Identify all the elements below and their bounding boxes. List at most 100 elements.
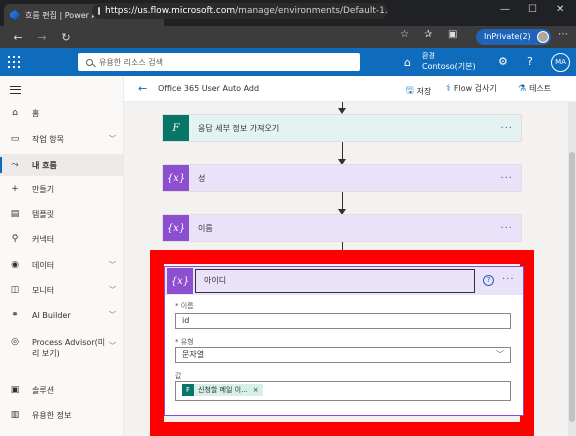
nav-item-connectors[interactable]: ⚲ 커넥터 xyxy=(0,228,124,250)
chevron-down-icon[interactable]: ﹀ xyxy=(109,311,116,319)
nav-item-my-flows[interactable]: ⤳ 내 흐름 xyxy=(0,154,124,176)
nav-item-ai-builder[interactable]: ⚭ AI Builder ﹀ xyxy=(0,304,124,326)
chevron-down-icon[interactable]: ﹀ xyxy=(109,342,116,350)
nav-item-solutions[interactable]: ▣ 솔루션 xyxy=(0,379,124,401)
name-field[interactable]: id xyxy=(175,313,511,329)
step-header[interactable]: {x} 아이디 ? ··· xyxy=(165,267,523,295)
stethoscope-icon: ⚕ xyxy=(446,83,451,94)
environment-label: 환경 xyxy=(422,52,435,60)
nav-item-templates[interactable]: ▤ 템플릿 xyxy=(0,203,124,225)
variable-icon: {x} xyxy=(167,268,193,294)
connector-line xyxy=(342,142,343,160)
forward-icon[interactable]: → xyxy=(37,30,47,44)
connector-arrow-icon xyxy=(338,108,346,114)
app-launcher-icon[interactable] xyxy=(8,56,20,68)
browser-addressbar: ← → ↻ xyxy=(0,26,576,48)
plus-icon: + xyxy=(11,184,19,194)
flow-canvas: F 응답 세부 정보 가져오기 ··· {x} 성 ··· {x} 이름 ···… xyxy=(124,102,568,436)
variable-icon: {x} xyxy=(163,165,189,191)
nav-label: 템플릿 xyxy=(32,209,55,219)
home-icon: ⌂ xyxy=(12,108,18,118)
nav-item-process-advisor[interactable]: ◎ Process Advisor(미리 보기) ﹀ xyxy=(0,331,124,365)
nav-label: 홈 xyxy=(32,108,40,118)
search-placeholder: 유용한 리소스 검색 xyxy=(99,57,163,67)
save-label: 저장 xyxy=(416,86,432,96)
value-field-label: 값 xyxy=(175,372,182,380)
chevron-down-icon[interactable]: ﹀ xyxy=(109,135,116,143)
window-close-icon[interactable]: ✕ xyxy=(556,4,565,15)
action-items-icon: ▭ xyxy=(10,134,20,144)
help-circle-icon[interactable]: ? xyxy=(483,275,494,286)
step-card-get-response[interactable]: F 응답 세부 정보 가져오기 ··· xyxy=(162,114,522,142)
ai-builder-icon: ⚭ xyxy=(11,310,19,320)
nav-label: 데이터 xyxy=(32,260,55,270)
inprivate-badge[interactable]: InPrivate(2) xyxy=(476,29,551,45)
tab-title: 흐름 편집 | Power Automate xyxy=(25,10,131,20)
token-label: 신청할 메일 이... xyxy=(198,386,248,394)
value-field[interactable]: F 신청할 메일 이... × xyxy=(175,381,511,401)
name-field-label: * 이름 xyxy=(175,302,194,310)
settings-gear-icon[interactable]: ⚙ xyxy=(498,55,508,68)
browser-menu-icon[interactable]: ⋯ xyxy=(558,29,568,40)
refresh-icon[interactable]: ↻ xyxy=(61,30,71,44)
nav-item-monitor[interactable]: ◫ 모니터 ﹀ xyxy=(0,279,124,301)
inprivate-label: InPrivate(2) xyxy=(484,32,531,41)
nav-label: Process Advisor(미리 보기) xyxy=(32,338,106,358)
back-icon[interactable]: ← xyxy=(13,30,23,44)
type-selected-value: 문자열 xyxy=(182,350,205,359)
minimize-icon[interactable]: — xyxy=(500,4,510,15)
more-options-icon[interactable]: ··· xyxy=(500,172,513,184)
left-navigation: ⌂ 홈 ▭ 작업 항목 ﹀ ⤳ 내 흐름 + 만들기 ▤ 템플릿 ⚲ 커넥터 ◉… xyxy=(0,76,124,436)
flow-checker-button[interactable]: ⚕ Flow 검사기 xyxy=(446,83,497,94)
step-title: 성 xyxy=(198,173,206,183)
more-options-icon[interactable]: ··· xyxy=(502,274,515,285)
help-icon[interactable]: ? xyxy=(527,55,533,68)
hamburger-menu-icon[interactable] xyxy=(10,86,21,94)
save-button[interactable]: 🖫 저장 xyxy=(406,83,431,99)
flow-icon: ⤳ xyxy=(11,160,19,170)
chevron-down-icon: ﹀ xyxy=(496,350,504,359)
chevron-down-icon[interactable]: ﹀ xyxy=(109,286,116,294)
token-remove-icon[interactable]: × xyxy=(252,386,259,394)
type-field-label: * 유형 xyxy=(175,338,194,346)
nav-item-data[interactable]: ◉ 데이터 ﹀ xyxy=(0,254,124,276)
type-dropdown[interactable]: 문자열 ﹀ xyxy=(175,347,511,363)
url-path: /manage/environments/Default-1... xyxy=(235,6,388,16)
dynamic-content-token[interactable]: F 신청할 메일 이... × xyxy=(182,384,263,396)
environment-name[interactable]: Contoso(기본) xyxy=(422,62,476,71)
maximize-icon[interactable]: ☐ xyxy=(528,4,537,15)
nav-item-action-items[interactable]: ▭ 작업 항목 ﹀ xyxy=(0,128,124,150)
step-title: 응답 세부 정보 가져오기 xyxy=(198,123,280,133)
search-icon xyxy=(86,58,93,66)
search-input[interactable]: 유용한 리소스 검색 xyxy=(78,53,360,71)
step-card-last-name[interactable]: {x} 성 ··· xyxy=(162,164,522,192)
forms-icon: F xyxy=(163,115,189,141)
collections-icon[interactable]: ▣ xyxy=(448,29,458,40)
nav-item-learn[interactable]: ▥ 유용한 정보 xyxy=(0,404,124,426)
connector-arrow-icon xyxy=(338,209,346,215)
test-button[interactable]: ⚗ 테스트 xyxy=(518,83,551,94)
url-host: https://us.flow.microsoft.com xyxy=(105,6,236,16)
connector-icon: ⚲ xyxy=(11,234,19,244)
command-bar: ← Office 365 User Auto Add 🖫 저장 ⚕ Flow 검… xyxy=(124,76,576,102)
step-card-first-name[interactable]: {x} 이름 ··· xyxy=(162,214,522,242)
more-options-icon[interactable]: ··· xyxy=(500,122,513,134)
favorites-icon[interactable]: ✰ xyxy=(424,29,433,40)
step-title-input[interactable]: 아이디 xyxy=(195,269,475,293)
user-avatar[interactable]: MA xyxy=(551,53,570,72)
url-field[interactable]: https://us.flow.microsoft.com/manage/env… xyxy=(92,3,388,19)
canvas-scrollbar-thumb[interactable] xyxy=(569,152,575,422)
app-header: 유용한 리소스 검색 ⌂ 환경 Contoso(기본) ⚙ ? MA xyxy=(0,48,576,76)
nav-item-home[interactable]: ⌂ 홈 xyxy=(0,102,124,124)
nav-label: 만들기 xyxy=(32,184,55,194)
flow-name: Office 365 User Auto Add xyxy=(158,84,260,93)
more-options-icon[interactable]: ··· xyxy=(500,222,513,234)
nav-label: 유용한 정보 xyxy=(32,410,72,420)
environment-icon[interactable]: ⌂ xyxy=(404,56,411,69)
nav-item-create[interactable]: + 만들기 xyxy=(0,178,124,200)
favorite-star-icon[interactable]: ☆ xyxy=(400,29,409,40)
test-label: 테스트 xyxy=(529,84,552,93)
back-arrow-icon[interactable]: ← xyxy=(138,82,148,95)
chevron-down-icon[interactable]: ﹀ xyxy=(109,261,116,269)
profile-avatar xyxy=(536,31,549,43)
